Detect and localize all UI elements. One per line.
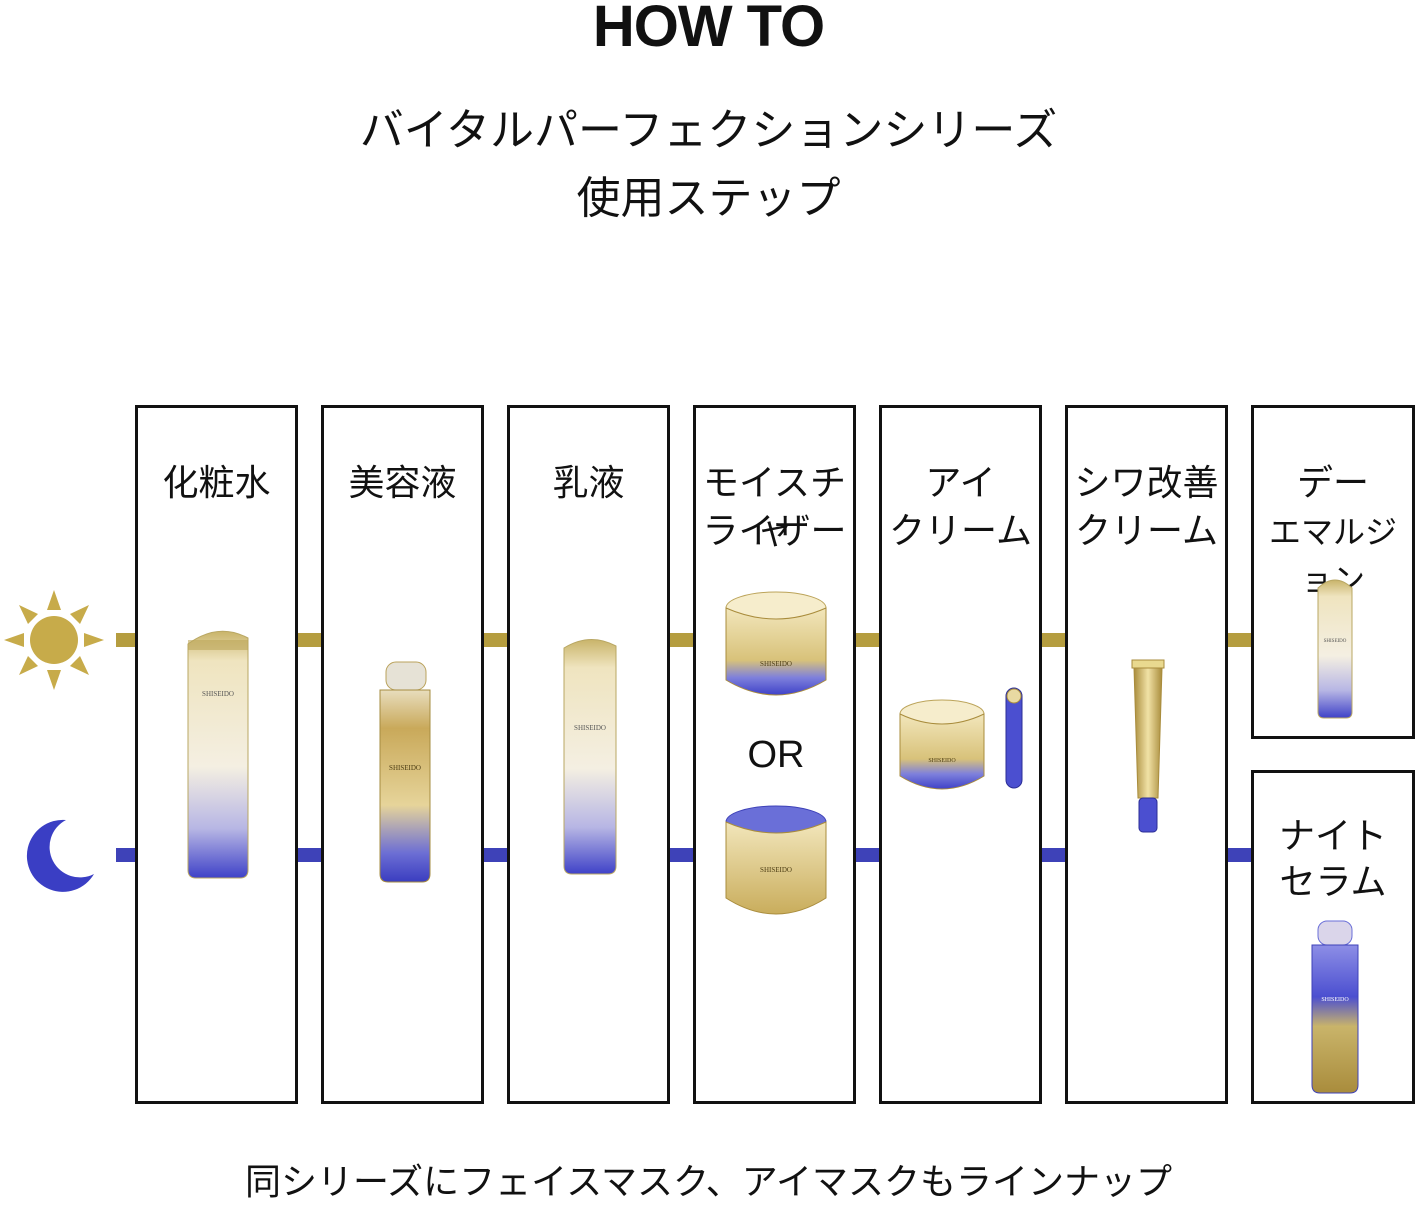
step-night-serum: ナイト セラム SHISEIDO: [1251, 770, 1415, 1104]
step-label: 美容液: [348, 463, 457, 504]
day-connector: [669, 633, 693, 647]
subtitle-line-2: 使用ステップ: [576, 173, 841, 224]
step-eye-cream: アイ クリーム SHISEIDO: [879, 405, 1042, 1104]
step-label: 乳液: [552, 463, 625, 504]
subtitle-line-1: バイタルパーフェクションシリーズ: [359, 105, 1058, 156]
step-wrinkle-cream: シワ改善 クリーム: [1065, 405, 1228, 1104]
serum-bottle-image: SHISEIDO: [379, 661, 431, 883]
night-connector: [1227, 848, 1251, 862]
svg-text:SHISEIDO: SHISEIDO: [760, 866, 792, 874]
svg-text:SHISEIDO: SHISEIDO: [1324, 639, 1347, 644]
day-connector: [483, 633, 507, 647]
night-connector: [116, 848, 136, 862]
step-label: クリーム: [889, 511, 1032, 552]
step-lotion: 化粧水 SHISEIDO: [135, 405, 298, 1104]
day-connector: [1041, 633, 1065, 647]
step-label: ナイト: [1278, 816, 1387, 857]
night-connector: [297, 848, 321, 862]
day-connector: [855, 633, 879, 647]
wrinkle-cream-tube-image: [1131, 659, 1165, 833]
footer-note: 同シリーズにフェイスマスク、アイマスクもラインナップ: [244, 1162, 1172, 1203]
day-connector: [297, 633, 321, 647]
svg-text:SHISEIDO: SHISEIDO: [928, 758, 956, 764]
step-label: クリーム: [1075, 511, 1218, 552]
lotion-bottle-image: SHISEIDO: [187, 630, 249, 879]
emulsion-bottle-image: SHISEIDO: [563, 639, 617, 875]
step-day-emulsion: デー エマルジョン SHISEIDO: [1251, 405, 1415, 739]
svg-text:SHISEIDO: SHISEIDO: [389, 764, 421, 772]
sun-icon: [4, 590, 104, 690]
step-label: ライザー: [702, 511, 847, 552]
step-label: デー: [1296, 463, 1369, 504]
step-label: 化粧水: [162, 463, 271, 504]
step-label: アイ: [925, 463, 996, 504]
night-connector: [669, 848, 693, 862]
night-serum-bottle-image: SHISEIDO: [1311, 920, 1359, 1094]
step-label: セラム: [1279, 862, 1387, 903]
moon-icon: [26, 819, 94, 892]
page-title: HOW TO: [592, 0, 825, 59]
day-cream-jar-image: SHISEIDO: [725, 591, 827, 696]
night-connector: [855, 848, 879, 862]
night-connector: [1041, 848, 1065, 862]
svg-text:SHISEIDO: SHISEIDO: [202, 690, 234, 698]
svg-text:SHISEIDO: SHISEIDO: [574, 724, 606, 732]
day-emulsion-bottle-image: SHISEIDO: [1317, 579, 1353, 719]
day-connector: [1227, 633, 1251, 647]
step-moisturizer: モイスチャ ライザー SHISEIDO OR SHISEIDO: [693, 405, 856, 1104]
svg-text:SHISEIDO: SHISEIDO: [760, 660, 792, 668]
step-serum: 美容液 SHISEIDO: [321, 405, 484, 1104]
eye-cream-image: SHISEIDO: [899, 687, 1023, 790]
step-label: シワ改善: [1074, 463, 1219, 504]
step-label: モイスチャ: [703, 463, 846, 552]
day-connector: [116, 633, 136, 647]
night-cream-jar-image: SHISEIDO: [725, 805, 827, 915]
step-emulsion: 乳液 SHISEIDO: [507, 405, 670, 1104]
night-connector: [483, 848, 507, 862]
svg-text:SHISEIDO: SHISEIDO: [1321, 997, 1349, 1003]
or-label: OR: [747, 734, 805, 776]
